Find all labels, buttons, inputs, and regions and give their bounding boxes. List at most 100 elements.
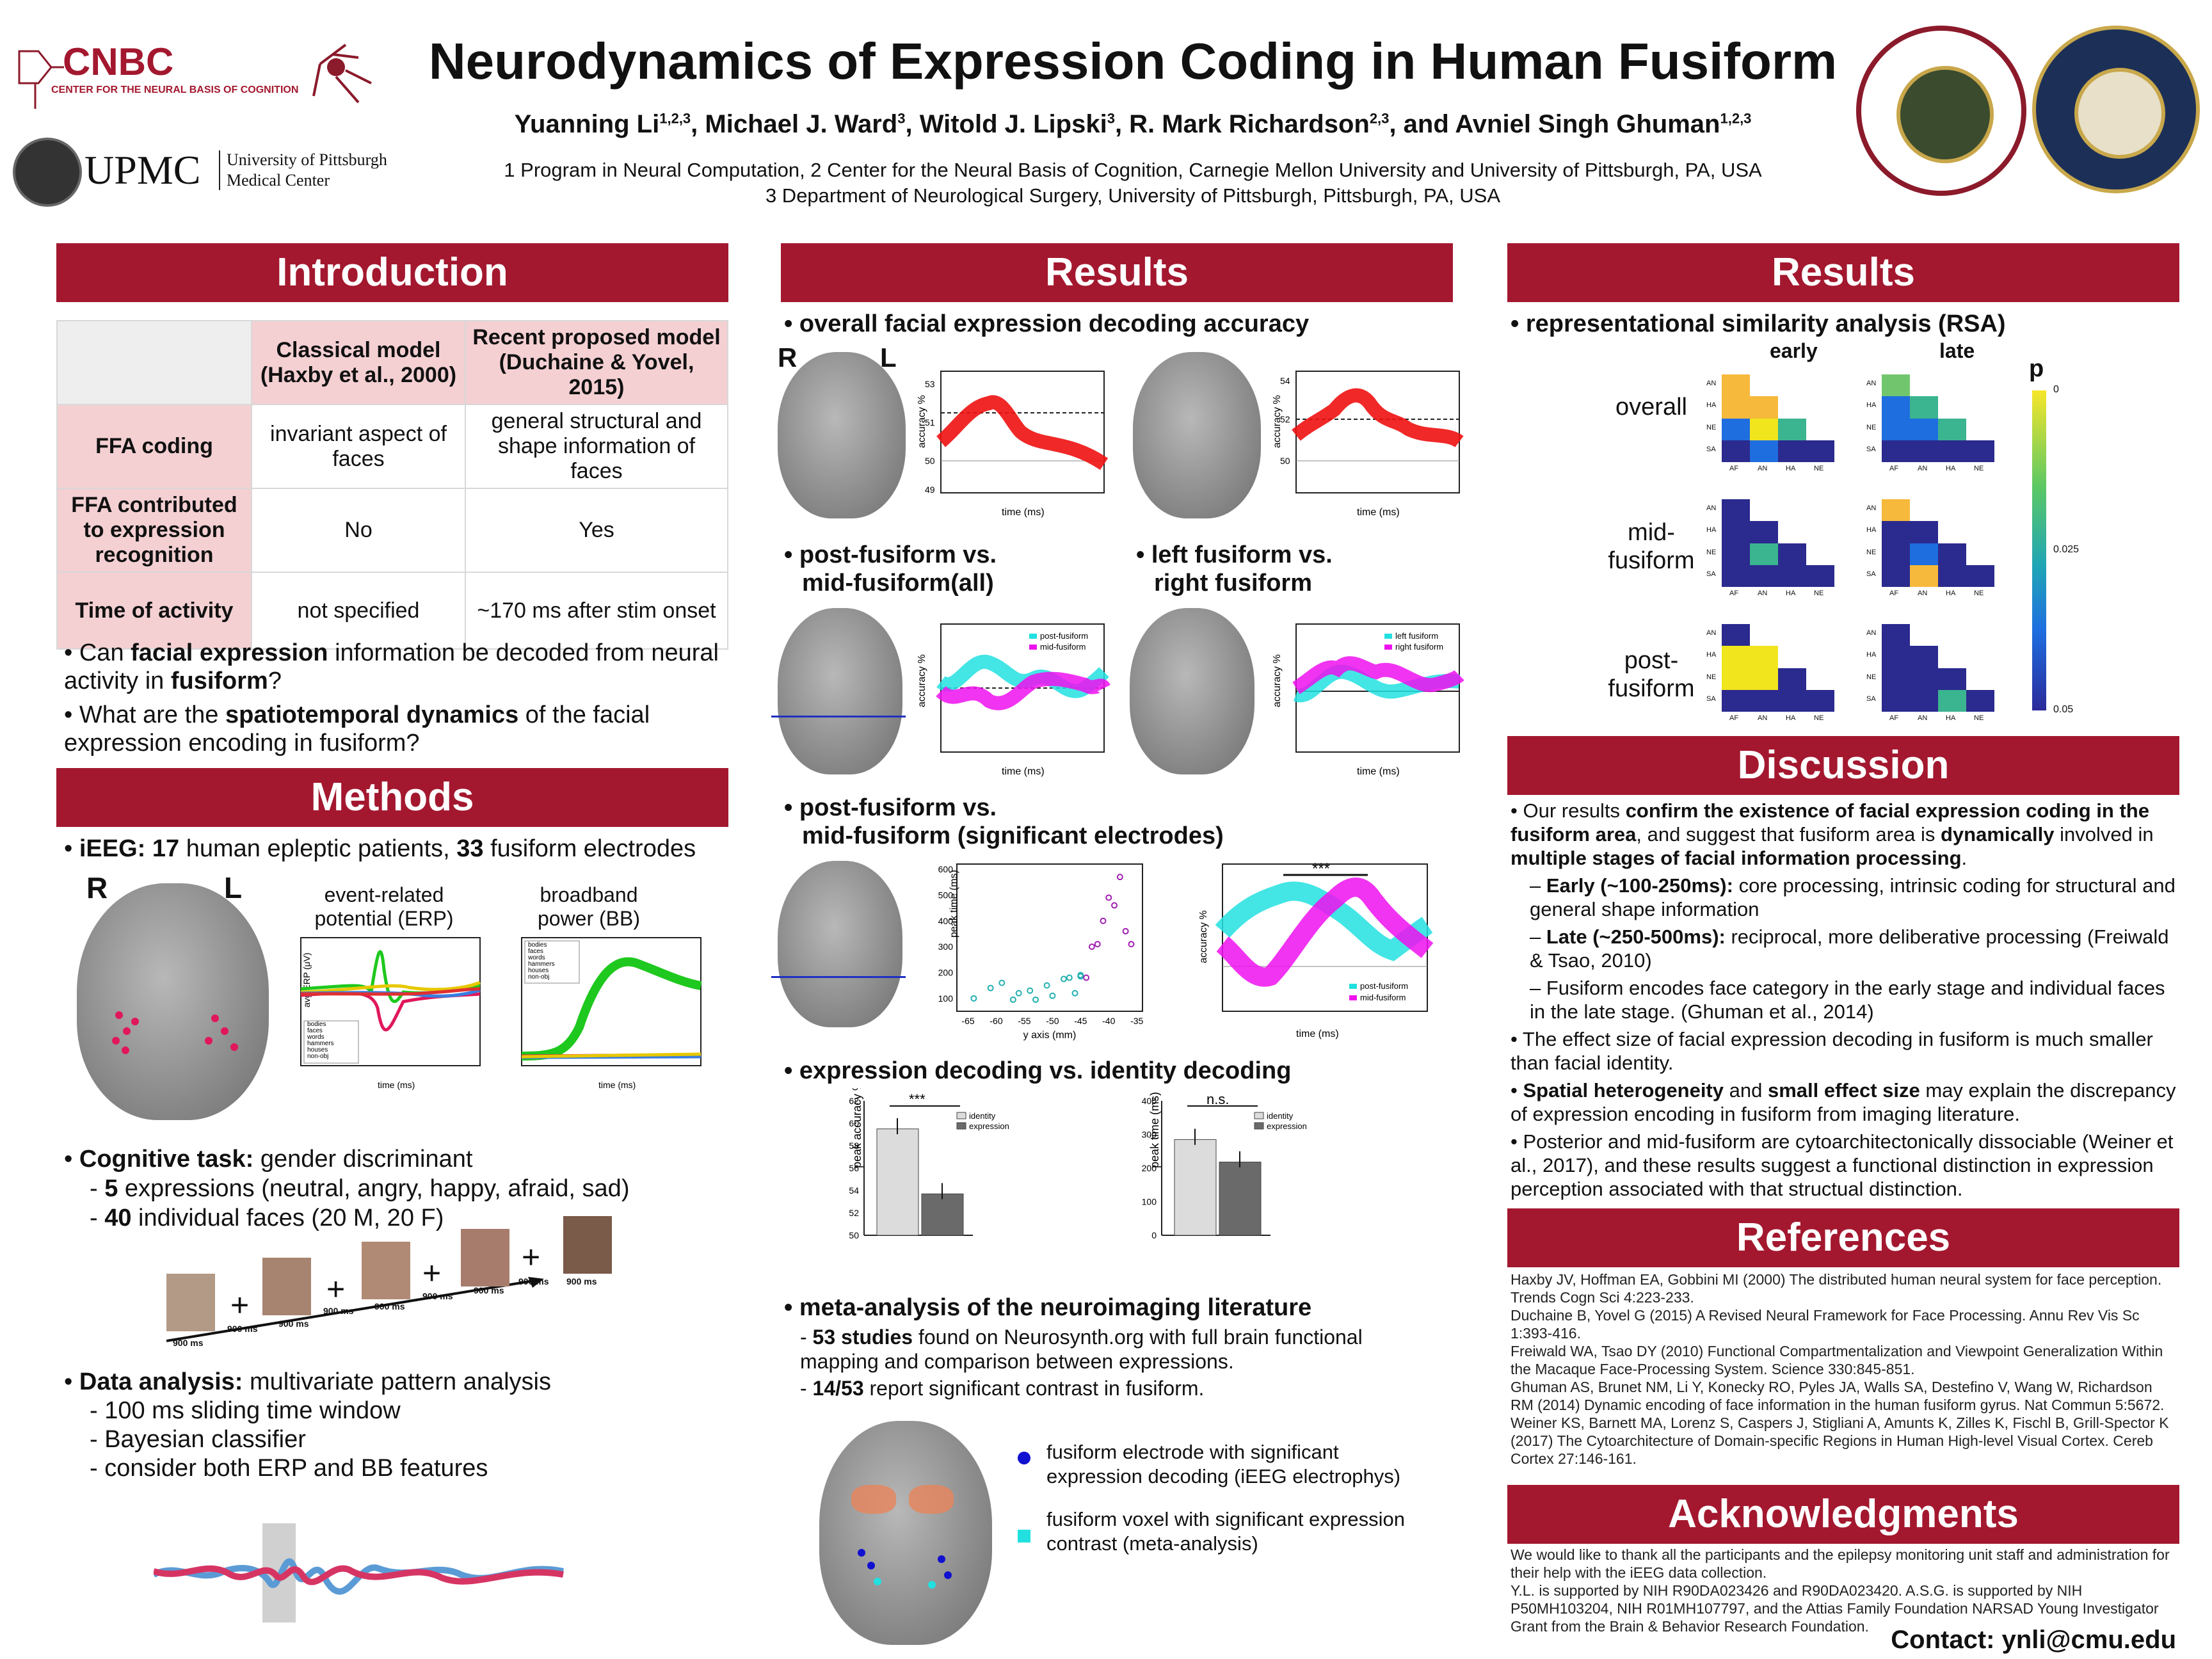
upmc-wordmark: UPMC xyxy=(84,147,201,193)
voxel-legend-icon xyxy=(1018,1530,1030,1543)
tick-label: 0 xyxy=(1151,1230,1157,1240)
rsa-axis-label: NE xyxy=(1814,465,1824,473)
brain-meta-analysis xyxy=(819,1421,992,1645)
results-sub-6: • meta-analysis of the neuroimaging lite… xyxy=(784,1294,1312,1321)
discussion-text: • Our results confirm the existence of f… xyxy=(1511,799,2179,1201)
meta-item-2: - 14/53 report significant contrast in f… xyxy=(800,1377,1205,1400)
rsa-p-label: p xyxy=(2029,355,2044,382)
svg-text:words: words xyxy=(527,954,545,961)
svg-text:time (ms): time (ms) xyxy=(1357,766,1400,777)
tick-label: 56 xyxy=(849,1163,859,1173)
tick-label: 60 xyxy=(849,1118,859,1128)
tick-label: -60 xyxy=(990,1016,1002,1026)
contact: Contact: ynli@cmu.edu xyxy=(1891,1626,2176,1654)
overall-accuracy-plot-2: accuracy % time (ms) 54 52 50 xyxy=(1272,371,1464,518)
overall-accuracy-plot-1: accuracy % time (ms) 53 51 50 49 xyxy=(917,371,1109,518)
tick-label: 300 xyxy=(1142,1130,1157,1140)
bb-title: broadband power (BB) xyxy=(537,883,641,930)
rsa-cell xyxy=(1882,543,1910,565)
rsa-axis-label: AF xyxy=(1889,714,1899,723)
results-sub-3: • left fusiform vs.right fusiform xyxy=(1136,541,1333,597)
tick-label: 100 xyxy=(938,993,954,1004)
rsa-cell xyxy=(1722,440,1750,463)
tick-label: 200 xyxy=(938,967,954,977)
pitt-seal xyxy=(2032,26,2200,193)
tick-label: 600 xyxy=(938,864,954,874)
rsa-axis-label: AF xyxy=(1889,589,1899,598)
scatter-point xyxy=(970,995,977,1002)
rsa-axis-label: AN xyxy=(1918,589,1928,598)
tick-label: 58 xyxy=(849,1141,859,1151)
reference-item: Ghuman AS, Brunet NM, Li Y, Konecky RO, … xyxy=(1511,1379,2165,1413)
rsa-axis-label: NE xyxy=(1974,589,1984,598)
rsa-axis-label: SA xyxy=(1866,570,1876,578)
rsa-axis-label: AN xyxy=(1866,629,1877,637)
table-row: Time of activity not specified ~170 ms a… xyxy=(56,572,728,650)
rsa-axis-label: NE xyxy=(1866,423,1877,431)
scatter-point xyxy=(1088,943,1095,950)
rsa-cell xyxy=(1938,543,1966,565)
svg-text:***: *** xyxy=(1312,860,1330,878)
intro-heading: Introduction xyxy=(56,243,728,302)
rsa-cell xyxy=(1778,440,1806,463)
rsa-cell xyxy=(1910,396,1938,419)
cnbc-subtitle: CENTER FOR THE NEURAL BASIS OF COGNITION xyxy=(51,84,299,95)
rsa-cell xyxy=(1910,521,1938,543)
bar-identity xyxy=(1174,1139,1217,1236)
rsa-cell xyxy=(1910,440,1938,463)
results-sub-2: • post-fusiform vs.mid-fusiform(all) xyxy=(784,541,997,597)
bar-identity xyxy=(876,1128,919,1236)
rsa-cell xyxy=(1938,565,1966,588)
reference-item: Freiwald WA, Tsao DY (2010) Functional C… xyxy=(1511,1343,2163,1377)
svg-text:non-obj: non-obj xyxy=(528,974,549,981)
rsa-cell xyxy=(1910,543,1938,565)
task-item-2: - 40 individual faces (20 M, 20 F) xyxy=(90,1205,444,1231)
rsa-cell xyxy=(1882,565,1910,588)
rsa-cell xyxy=(1750,543,1778,565)
svg-text:time (ms): time (ms) xyxy=(1357,507,1400,518)
tick-label: 52 xyxy=(849,1208,859,1218)
discussion-p5: • The effect size of facial expression d… xyxy=(1511,1028,2153,1074)
rsa-cell xyxy=(1882,440,1910,463)
rsa-cell xyxy=(1938,418,1966,440)
svg-text:mid-fusiform: mid-fusiform xyxy=(1360,993,1406,1002)
rsa-axis-label: SA xyxy=(1866,694,1876,703)
discussion-heading: Discussion xyxy=(1507,736,2179,795)
rsa-axis-label: HA xyxy=(1866,651,1877,659)
electrode-dots xyxy=(77,883,269,1120)
scatter-point xyxy=(1043,982,1050,989)
svg-text:right fusiform: right fusiform xyxy=(1395,642,1443,652)
rsa-axis-label: SA xyxy=(1706,570,1716,578)
rsa-cell xyxy=(1806,689,1834,712)
analysis-line: • Data analysis: multivariate pattern an… xyxy=(64,1368,552,1395)
poster-title: Neurodynamics of Expression Coding in Hu… xyxy=(428,33,1838,90)
intro-question-2: • What are the spatiotemporal dynamics o… xyxy=(64,701,650,757)
upmc-sub1: University of Pittsburgh xyxy=(227,150,387,169)
col-recent: Recent proposed model (Duchaine & Yovel,… xyxy=(465,320,728,405)
svg-text:time (ms): time (ms) xyxy=(598,1080,636,1090)
rsa-cell xyxy=(1806,440,1834,463)
rsa-axis-label: HA xyxy=(1786,465,1796,473)
svg-text:bodies: bodies xyxy=(528,942,547,949)
tick-label: -40 xyxy=(1102,1016,1115,1026)
svg-text:50: 50 xyxy=(925,456,935,466)
rsa-axis-label: AF xyxy=(1729,589,1739,598)
svg-text:faces: faces xyxy=(307,1027,323,1034)
analysis-item: - consider both ERP and BB features xyxy=(90,1455,488,1482)
cnbc-wordmark: CNBC xyxy=(63,40,174,83)
scatter-point xyxy=(1071,990,1078,997)
y-axis-label: peak time (ms) xyxy=(949,870,959,938)
meta-item-1: - 53 studies found on Neurosynth.org wit… xyxy=(800,1326,1363,1373)
svg-text:49: 49 xyxy=(925,485,935,495)
significant-electrodes-plot: *** post-fusiform mid-fusiform accuracy … xyxy=(1198,860,1434,1039)
rsa-axis-label: SA xyxy=(1706,694,1716,703)
erp-y-label: avg ERP (μV) xyxy=(301,952,312,1007)
svg-text:hammers: hammers xyxy=(307,1040,334,1047)
bar-expression xyxy=(1219,1162,1262,1236)
rsa-axis-label: AN xyxy=(1866,504,1877,512)
svg-text:51: 51 xyxy=(925,417,935,428)
rsa-cell xyxy=(1722,499,1750,522)
scatter-point xyxy=(1015,990,1022,997)
